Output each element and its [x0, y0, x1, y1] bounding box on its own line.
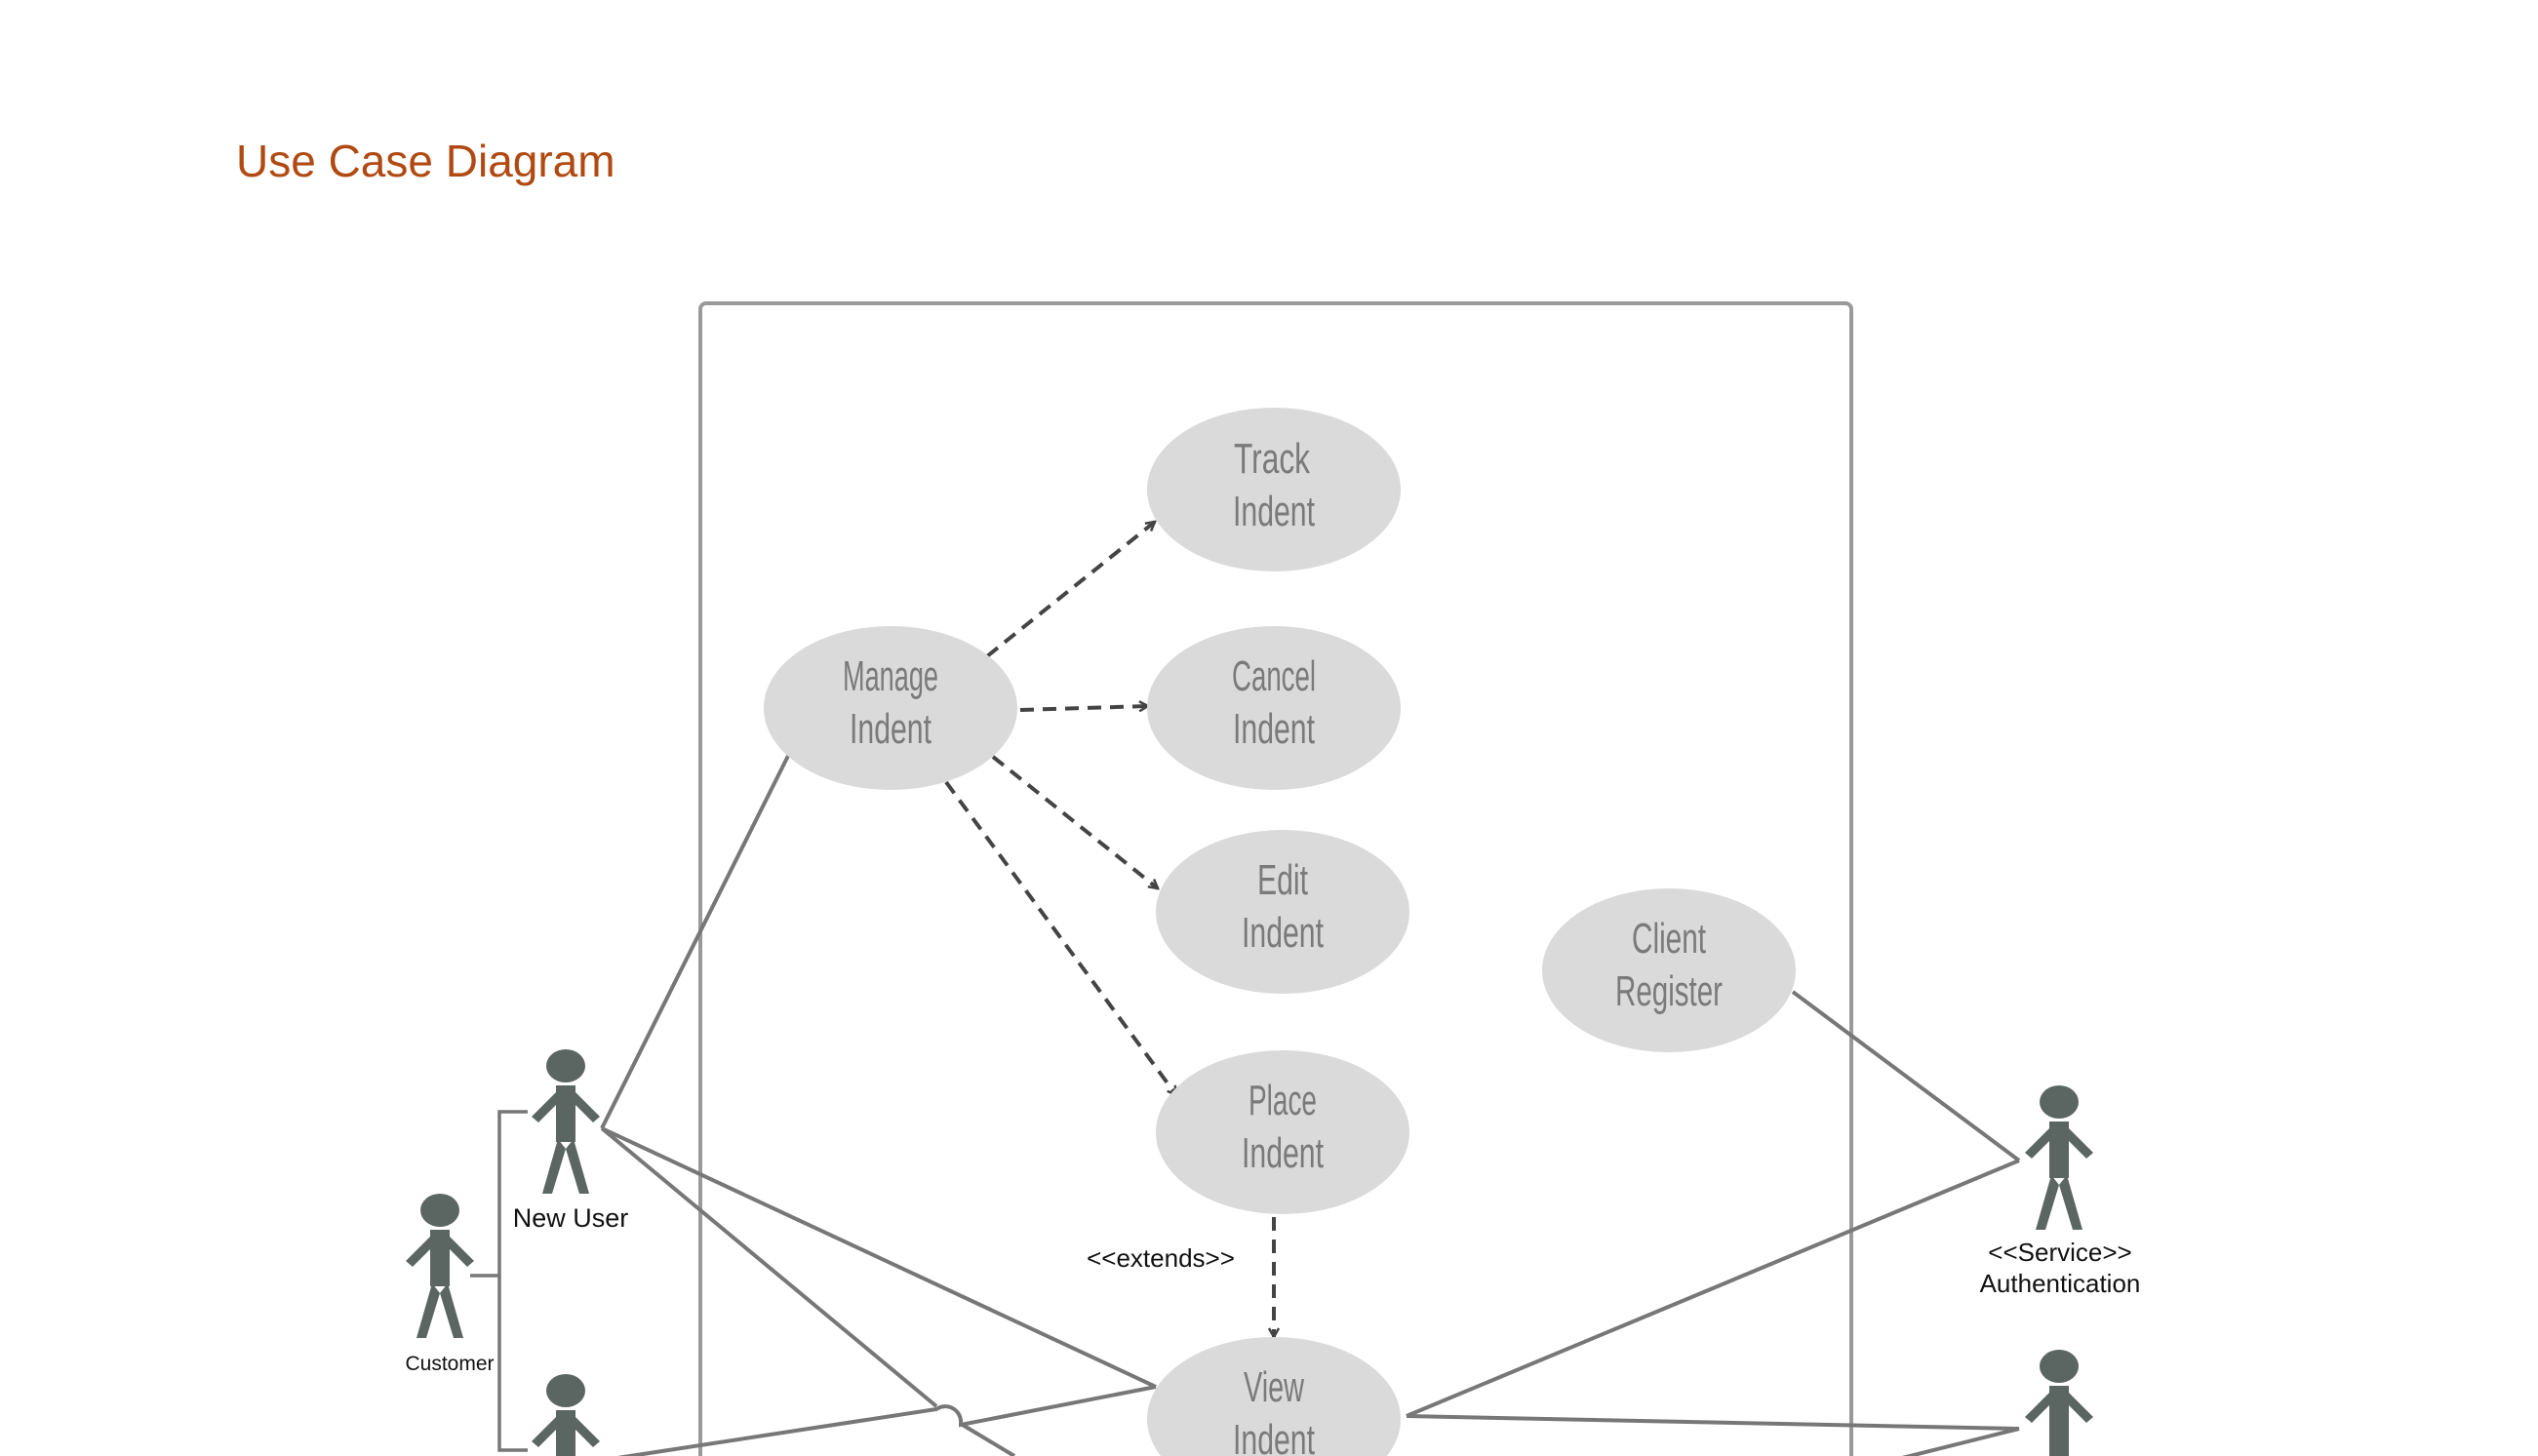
actor-customer [406, 1194, 474, 1338]
use-case-label-edit: Edit [1257, 856, 1308, 904]
actor-head [2040, 1085, 2079, 1119]
actor-head [546, 1049, 585, 1082]
association-newuser-manage [600, 755, 790, 1129]
actor-new-user [532, 1049, 600, 1194]
use-case-label-view: Indent [1233, 1416, 1315, 1456]
association-view-lower-actor [1406, 1414, 2020, 1431]
association-newuser-lower [600, 1126, 1016, 1456]
association-view-auth [1406, 1159, 2020, 1418]
actor-lower-left [532, 1374, 600, 1456]
use-case-track-indent [1147, 408, 1401, 571]
use-case-label-manage: Indent [850, 705, 932, 753]
actor-label-customer: Customer [405, 1353, 494, 1375]
dependencies [944, 522, 1274, 1337]
association-newuser-view [601, 1126, 1157, 1389]
use-case-client-register [1542, 888, 1796, 1052]
system-boundary [698, 301, 1853, 1456]
actor-label-authentication: Authentication [1980, 1269, 2141, 1298]
actor-label-new-user: New User [513, 1203, 629, 1233]
actor-authentication [2025, 1085, 2093, 1230]
dependency-manage-track [985, 522, 1155, 658]
use-case-label-cancel: Indent [1233, 705, 1315, 753]
use-case-label-track: Indent [1233, 488, 1315, 535]
use-case-label-edit: Indent [1242, 909, 1324, 957]
generalization-bracket [470, 1110, 528, 1452]
use-case-label-view: View [1244, 1363, 1304, 1411]
use-case-labels: Track Indent Manage Indent Cancel Indent… [843, 435, 1723, 1456]
use-cases [764, 408, 1796, 1456]
use-case-edit-indent [1156, 830, 1409, 994]
association-lower-actor-exit [1901, 1427, 2020, 1456]
associations [600, 755, 2021, 1456]
actor-label-authentication: <<Service>> [1988, 1238, 2131, 1267]
association-client-auth [1791, 990, 2021, 1162]
use-case-label-manage: Manage [843, 652, 938, 700]
actor-head [420, 1194, 459, 1227]
extends-label: <<extends>> [1087, 1243, 1235, 1273]
use-case-label-client: Register [1615, 967, 1723, 1015]
page-title: Use Case Diagram [236, 136, 615, 186]
use-case-place-indent [1156, 1050, 1409, 1214]
use-case-manage-indent [764, 626, 1017, 790]
dependency-manage-edit [991, 755, 1158, 888]
use-case-label-track: Track [1234, 435, 1311, 483]
association-second-actor-view [616, 1385, 1157, 1456]
dependency-manage-cancel [1019, 706, 1148, 710]
use-case-label-cancel: Cancel [1232, 652, 1316, 700]
dependency-manage-place [944, 780, 1178, 1095]
use-case-label-place: Indent [1242, 1129, 1324, 1177]
use-case-cancel-indent [1147, 626, 1401, 790]
actor-head [2040, 1350, 2079, 1383]
use-case-label-place: Place [1249, 1077, 1317, 1124]
actor-lower-right [2025, 1350, 2093, 1456]
actor-head [546, 1374, 585, 1407]
use-case-label-client: Client [1632, 915, 1706, 963]
use-case-view-indent [1147, 1337, 1401, 1456]
